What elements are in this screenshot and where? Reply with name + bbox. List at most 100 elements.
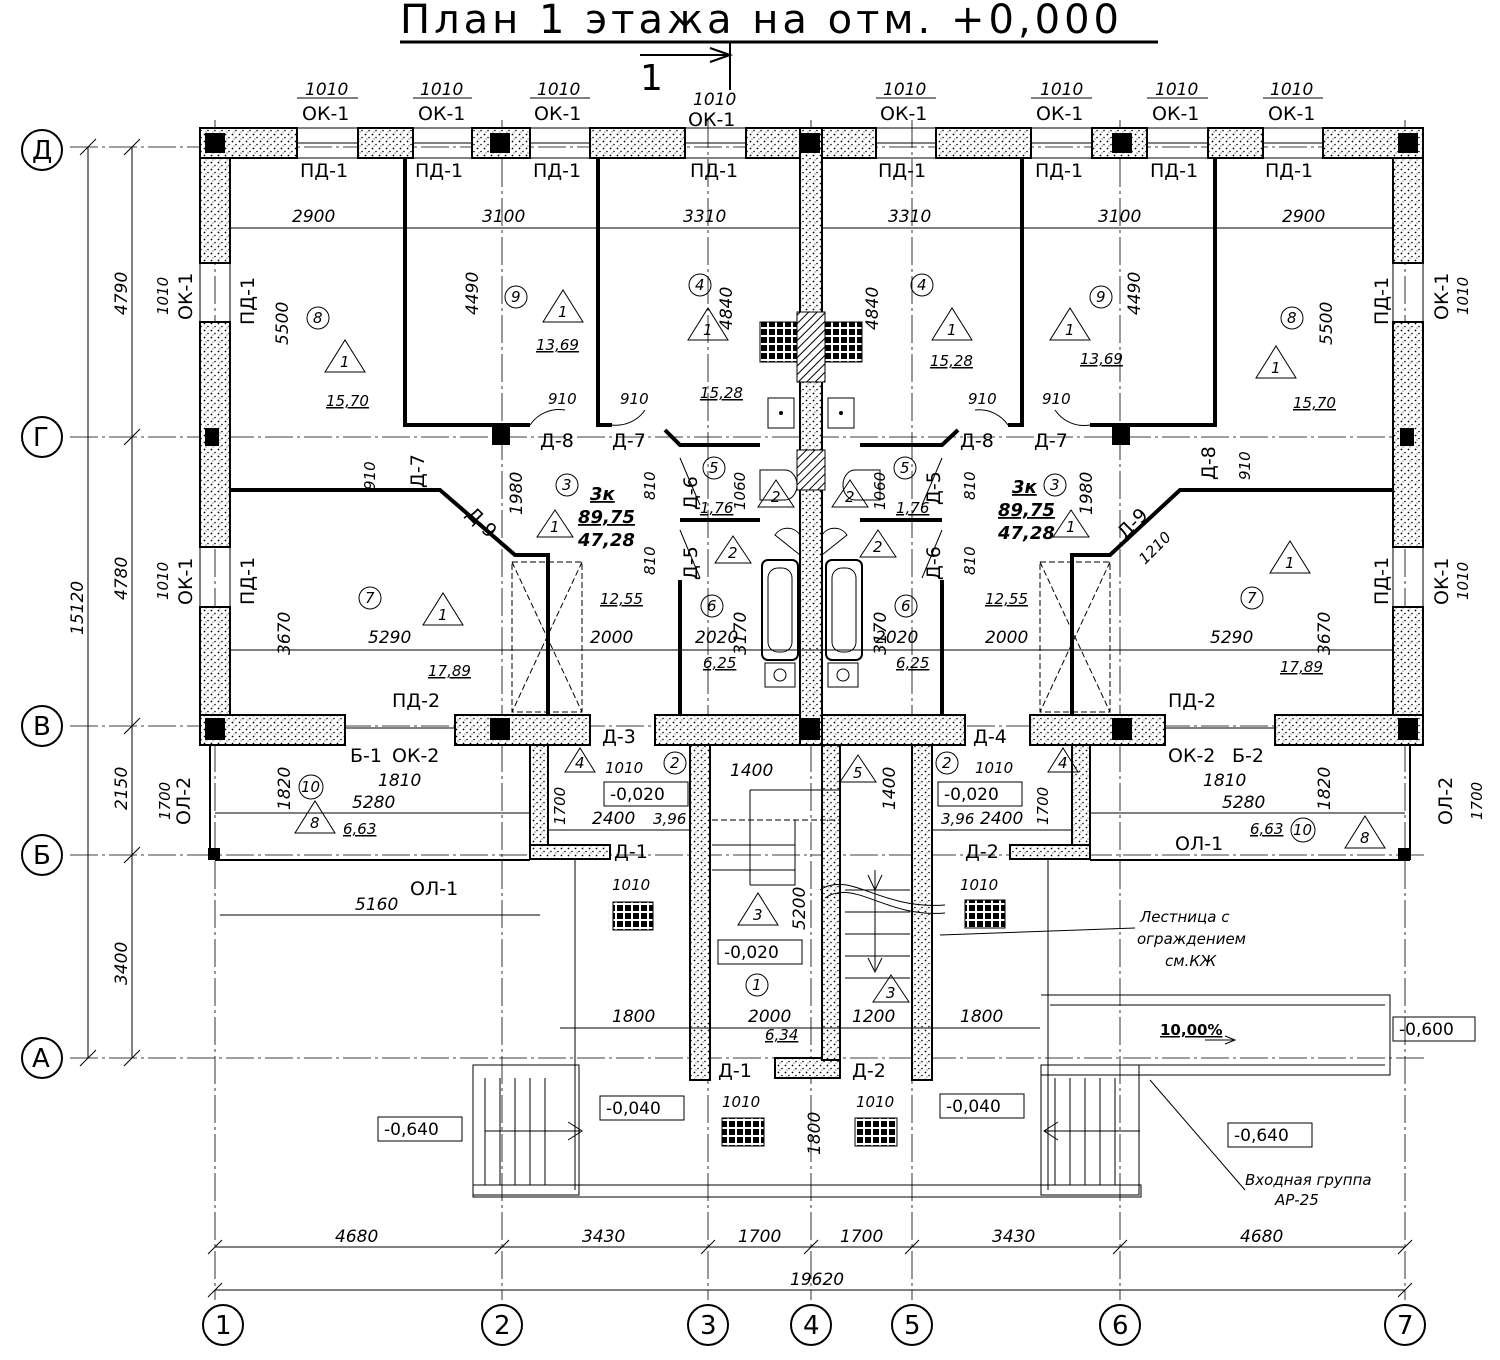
svg-text:ПД-1: ПД-1 [1371, 277, 1393, 325]
svg-text:1010: 1010 [856, 1093, 894, 1111]
svg-text:13,69: 13,69 [1080, 350, 1123, 368]
svg-text:910: 910 [620, 390, 649, 408]
svg-text:9: 9 [1096, 288, 1106, 306]
svg-text:6,25: 6,25 [703, 654, 736, 672]
svg-text:4840: 4840 [717, 287, 737, 330]
svg-text:7: 7 [1397, 1311, 1414, 1341]
svg-text:ОК-2: ОК-2 [392, 745, 439, 767]
axis-column-6: 6 [1099, 1304, 1141, 1346]
axis-row-b: Б [21, 834, 63, 876]
interior-partitions [230, 158, 1393, 715]
axis-column-2: 2 [481, 1304, 523, 1346]
svg-text:Д-2: Д-2 [852, 1060, 886, 1082]
window-width-4: 1010 [693, 90, 736, 110]
dim-left-1: 4790 [112, 272, 132, 315]
svg-text:ПД-1: ПД-1 [1371, 557, 1393, 605]
svg-text:1010: 1010 [612, 876, 650, 894]
window-width-2: 1010 [420, 80, 463, 100]
svg-text:1,76: 1,76 [896, 499, 929, 517]
svg-text:Д-7: Д-7 [1034, 430, 1068, 452]
svg-text:1010: 1010 [154, 562, 172, 600]
svg-text:Б-1: Б-1 [350, 745, 382, 767]
staircase [712, 789, 946, 1010]
plan-title: План 1 этажа на отм. +0,000 [400, 0, 1123, 43]
svg-text:6: 6 [901, 597, 911, 615]
svg-text:ОЛ-1: ОЛ-1 [1175, 833, 1223, 855]
vent-grilles [612, 899, 1006, 1147]
svg-text:1: 1 [215, 1311, 232, 1341]
svg-text:1800: 1800 [612, 1007, 655, 1027]
svg-text:АР-25: АР-25 [1274, 1191, 1319, 1209]
svg-text:15,70: 15,70 [326, 392, 369, 410]
window-mark-8: ОК-1 [1268, 103, 1315, 125]
svg-text:Д-6: Д-6 [680, 476, 702, 510]
svg-text:810: 810 [961, 471, 979, 500]
svg-text:15,28: 15,28 [930, 352, 973, 370]
svg-text:12,55: 12,55 [600, 590, 643, 608]
svg-text:5: 5 [853, 764, 863, 782]
svg-text:1: 1 [703, 321, 713, 339]
svg-text:6: 6 [1112, 1311, 1129, 1341]
left-dimension-chain: 4790 4780 2150 3400 15120 [68, 138, 141, 1067]
svg-text:1010: 1010 [154, 277, 172, 315]
svg-text:ПД-1: ПД-1 [1150, 160, 1198, 182]
svg-text:Д-5: Д-5 [923, 471, 945, 505]
balcony-door-labels: ПД-1 ПД-1 ПД-1 ПД-1 ПД-1 ПД-1 ПД-1 ПД-1 … [154, 160, 1472, 712]
svg-text:-0,020: -0,020 [724, 943, 779, 963]
svg-text:4490: 4490 [1125, 272, 1145, 315]
svg-text:Д-1: Д-1 [718, 1060, 752, 1082]
finish-triangles: 1 1 1 1 1 1 1 1 1 1 2 2 2 2 8 8 4 4 5 3 … [294, 289, 1386, 1003]
svg-text:Д-4: Д-4 [973, 726, 1007, 748]
svg-text:1: 1 [1271, 359, 1281, 377]
room-areas: 15,70 13,69 15,28 15,28 13,69 15,70 17,8… [326, 336, 1336, 1044]
svg-text:1400: 1400 [730, 761, 773, 781]
window-width-3: 1010 [537, 80, 580, 100]
svg-text:ПД-1: ПД-1 [533, 160, 581, 182]
window-mark-1: ОК-1 [302, 103, 349, 125]
svg-text:3310: 3310 [683, 207, 726, 227]
svg-text:1400: 1400 [880, 767, 900, 810]
svg-text:5500: 5500 [273, 302, 293, 345]
svg-text:1: 1 [752, 976, 762, 994]
svg-text:1820: 1820 [275, 767, 295, 810]
svg-text:6,25: 6,25 [896, 654, 929, 672]
svg-text:2: 2 [845, 488, 855, 506]
svg-text:4: 4 [917, 276, 927, 294]
loggias: Б-1 ОК-2 ОК-2 Б-2 ОЛ-1 ОЛ-1 ОЛ-2 ОЛ-2 [173, 561, 1457, 900]
svg-text:ОК-1: ОК-1 [175, 273, 197, 320]
svg-text:810: 810 [641, 471, 659, 500]
svg-text:7: 7 [365, 589, 375, 607]
svg-text:5: 5 [900, 459, 910, 477]
svg-text:7: 7 [1247, 589, 1257, 607]
svg-text:15,28: 15,28 [700, 384, 743, 402]
svg-text:3: 3 [753, 906, 763, 924]
svg-text:ПД-1: ПД-1 [878, 160, 926, 182]
level-marks: -0,020 -0,020 -0,020 -0,040 -0,040 -0,64… [377, 781, 1476, 1148]
svg-text:8: 8 [310, 814, 320, 832]
svg-text:-0,020: -0,020 [610, 785, 665, 805]
svg-text:4: 4 [695, 276, 705, 294]
dim-left-3: 2150 [112, 767, 132, 810]
svg-text:1800: 1800 [960, 1007, 1003, 1027]
svg-text:1200: 1200 [852, 1007, 895, 1027]
svg-text:см.КЖ: см.КЖ [1165, 952, 1217, 970]
svg-text:8: 8 [1360, 829, 1370, 847]
axis-column-3: 3 [687, 1304, 729, 1346]
svg-text:ПД-1: ПД-1 [237, 277, 259, 325]
axis-column-7: 7 [1384, 1304, 1426, 1346]
svg-text:1: 1 [558, 303, 568, 321]
svg-text:810: 810 [961, 546, 979, 575]
svg-text:2020: 2020 [695, 628, 738, 648]
svg-text:Д-5: Д-5 [680, 546, 702, 580]
svg-text:15,70: 15,70 [1293, 394, 1336, 412]
svg-text:ограждением: ограждением [1137, 930, 1246, 948]
svg-text:12,55: 12,55 [985, 590, 1028, 608]
svg-text:1210: 1210 [1135, 528, 1175, 568]
dim-bottom-6: 4680 [1240, 1227, 1283, 1247]
column-axis-markers: 1 2 3 4 5 6 7 [202, 1304, 1426, 1346]
svg-text:3170: 3170 [871, 612, 891, 655]
svg-text:3: 3 [1050, 476, 1060, 494]
svg-text:1010: 1010 [975, 759, 1013, 777]
svg-text:Д-9: Д-9 [1113, 504, 1152, 543]
entry-steps: 10,00% [472, 860, 1391, 1198]
